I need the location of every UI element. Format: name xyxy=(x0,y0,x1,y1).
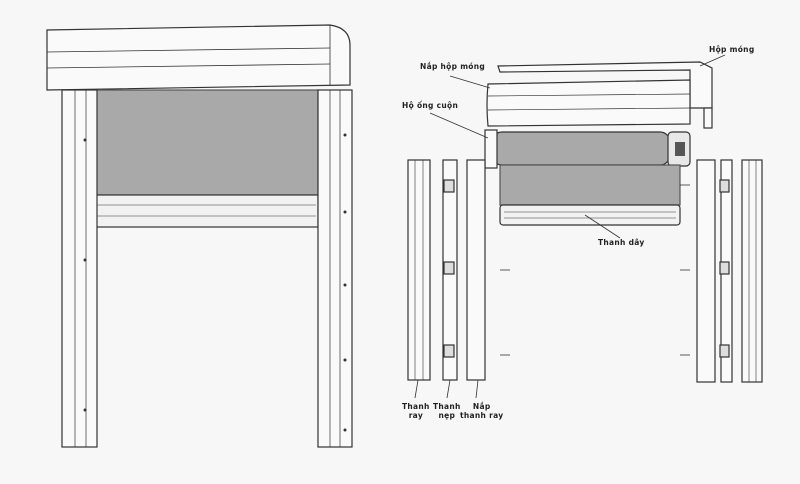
roller-tube xyxy=(491,131,671,166)
head-box xyxy=(46,24,351,91)
rail-right xyxy=(741,159,763,383)
label-clip-line1: Thanh xyxy=(433,402,461,411)
head-box-cover xyxy=(486,79,691,127)
exploded-shutter xyxy=(407,54,763,399)
label-rail-cover-line2: thanh ray xyxy=(460,411,504,420)
left-post xyxy=(61,89,98,448)
rail-cover xyxy=(466,159,486,381)
exploded-fabric xyxy=(499,164,681,206)
right-post xyxy=(317,89,353,448)
label-bottom-bar: Thanh dây xyxy=(598,238,645,247)
label-roller-tube: Hộ ống cuộn xyxy=(402,101,459,110)
label-clip-line2: nẹp xyxy=(438,411,456,420)
exploded-bottom-bar xyxy=(499,204,681,226)
label-rail-line1: Thanh xyxy=(402,402,430,411)
bottom-bar xyxy=(89,194,319,228)
label-rail-cover-line1: Nắp xyxy=(472,402,491,411)
label-head-box: Hộp móng xyxy=(709,45,755,54)
rail xyxy=(407,159,431,381)
label-head-box-cover: Nắp hộp móng xyxy=(420,62,486,71)
fabric xyxy=(87,89,319,196)
label-rail-line2: ray xyxy=(408,411,424,420)
assembled-shutter xyxy=(46,24,353,448)
rail-cover-right xyxy=(696,159,716,383)
